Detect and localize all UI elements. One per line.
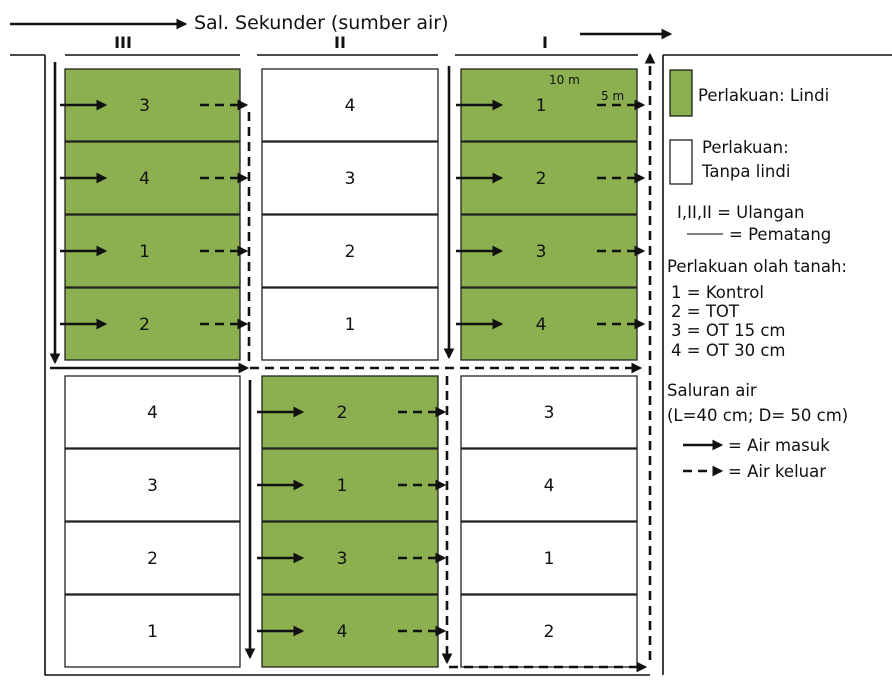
column-header-II: II	[334, 33, 346, 52]
plot-number-label: 1	[147, 622, 158, 642]
legend-olah-4: 4 = OT 30 cm	[671, 341, 786, 360]
legend-swatch-tanpa-lindi	[669, 139, 693, 185]
plot-number-label: 1	[544, 549, 555, 569]
legend-saluran-line2: (L=40 cm; D= 50 cm)	[667, 406, 848, 425]
column-header-I: I	[542, 33, 548, 52]
plot-bottom_III-3	[64, 521, 241, 595]
plot-number-label: 3	[337, 549, 348, 569]
plots-group: 3 4 1 2 4 3 2 1 1 2 3 4 4 3 2 1 2 1 3 4 3 4 1 2	[64, 68, 638, 668]
plot-number-label: 2	[337, 403, 348, 423]
plot-top_II-2	[261, 141, 439, 215]
legend-olah-1: 1 = Kontrol	[671, 283, 764, 302]
plot-top_II-4	[261, 287, 439, 361]
legend-olah-2: 2 = TOT	[671, 302, 740, 321]
plot-number-label: 4	[147, 403, 158, 423]
plot-bottom_I-4	[460, 594, 638, 668]
plot-bottom_I-2	[460, 448, 638, 522]
plot-number-label: 4	[345, 96, 356, 116]
plot-number-label: 2	[139, 315, 150, 335]
legend-tanpa-line1: Perlakuan:	[702, 138, 789, 157]
plot-number-label: 2	[345, 242, 356, 262]
plot-number-label: 3	[139, 96, 150, 116]
plot-length-label: 5 m	[601, 89, 624, 103]
plot-number-label: 4	[536, 315, 547, 335]
arrows-group	[60, 99, 646, 637]
plot-number-label: 1	[536, 96, 547, 116]
plot-number-label: 2	[544, 622, 555, 642]
plot-width-label: 10 m	[549, 73, 580, 87]
plot-number-label: 1	[337, 476, 348, 496]
legend-air-keluar: = Air keluar	[728, 462, 826, 481]
field-boundary	[44, 55, 650, 676]
plot-number-label: 4	[139, 169, 150, 189]
plot-top_III-2	[64, 141, 241, 215]
plot-number-label: 4	[337, 622, 348, 642]
legend-saluran-line1: Saluran air	[667, 381, 757, 400]
legend-lindi: Perlakuan: Lindi	[698, 86, 829, 105]
plot-bottom_I-1	[460, 375, 638, 449]
legend-tanpa-line2: Tanpa lindi	[701, 162, 790, 181]
plot-bottom_I-3	[460, 521, 638, 595]
plot-bottom_III-1	[64, 375, 241, 449]
plot-bottom_III-2	[64, 448, 241, 522]
plot-number-label: 2	[147, 549, 158, 569]
plot-number-label: 3	[544, 403, 555, 423]
plot-number-label: 3	[345, 169, 356, 189]
plot-number-label: 4	[544, 476, 555, 496]
plot-top_II-3	[261, 214, 439, 288]
legend-olah-title: Perlakuan olah tanah:	[667, 257, 847, 276]
plot-bottom_III-4	[64, 594, 241, 668]
plot-number-label: 2	[536, 169, 547, 189]
legend-ulangan: I,II,II = Ulangan	[677, 203, 804, 222]
plot-number-label: 1	[345, 315, 356, 335]
legend-pematang: = Pematang	[729, 225, 831, 244]
plot-number-label: 3	[147, 476, 158, 496]
plot-number-label: 3	[536, 242, 547, 262]
legend-swatch-lindi	[669, 69, 693, 117]
plot-top_II-1	[261, 68, 439, 142]
plot-number-label: 1	[139, 242, 150, 262]
title: Sal. Sekunder (sumber air)	[194, 12, 449, 34]
column-header-III: III	[114, 33, 132, 52]
legend-olah-3: 3 = OT 15 cm	[671, 321, 786, 340]
legend-air-masuk: = Air masuk	[728, 436, 830, 455]
